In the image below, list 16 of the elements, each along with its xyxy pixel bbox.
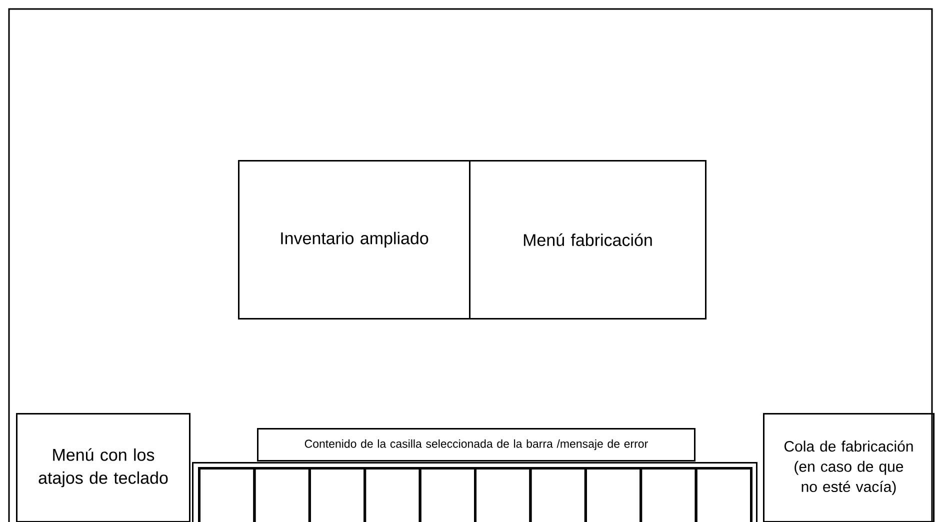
- shortcuts-panel: Menú con los atajos de teclado: [16, 413, 190, 522]
- hotbar-slot: [364, 467, 422, 522]
- hotbar-slot: [640, 467, 698, 522]
- queue-panel: Cola de fabricación (en caso de que no esté vacía): [763, 413, 934, 522]
- hotbar-slot: [253, 467, 311, 522]
- hotbar-slot: [529, 467, 587, 522]
- crafting-panel: Menú fabricación: [469, 160, 706, 320]
- inventory-panel: Inventario ampliado: [238, 160, 470, 320]
- hotbar-slot: [308, 467, 366, 522]
- hotbar-slot: [474, 467, 532, 522]
- hotbar-slot: [584, 467, 642, 522]
- message-bar: Contenido de la casilla seleccionada de la barra /mensaje de error: [257, 428, 696, 462]
- hotbar-slot: [418, 467, 476, 522]
- hotbar: [192, 462, 758, 522]
- hotbar-slot: [198, 467, 256, 522]
- hotbar-slot: [694, 467, 752, 522]
